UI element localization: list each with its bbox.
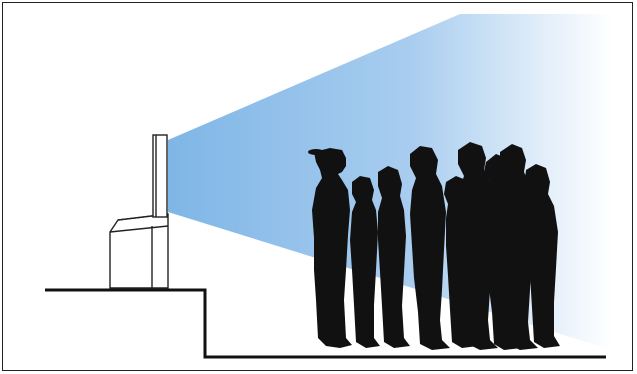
person-silhouette-icon [500,144,538,350]
column-speaker-icon [109,134,169,289]
person-silhouette-icon [410,146,450,350]
person-silhouette-icon [524,164,560,348]
person-silhouette-icon [378,166,410,348]
stage-icon [45,288,606,359]
person-silhouette-icon [350,176,380,348]
person-silhouette-icon [308,148,352,348]
audience [308,142,560,350]
